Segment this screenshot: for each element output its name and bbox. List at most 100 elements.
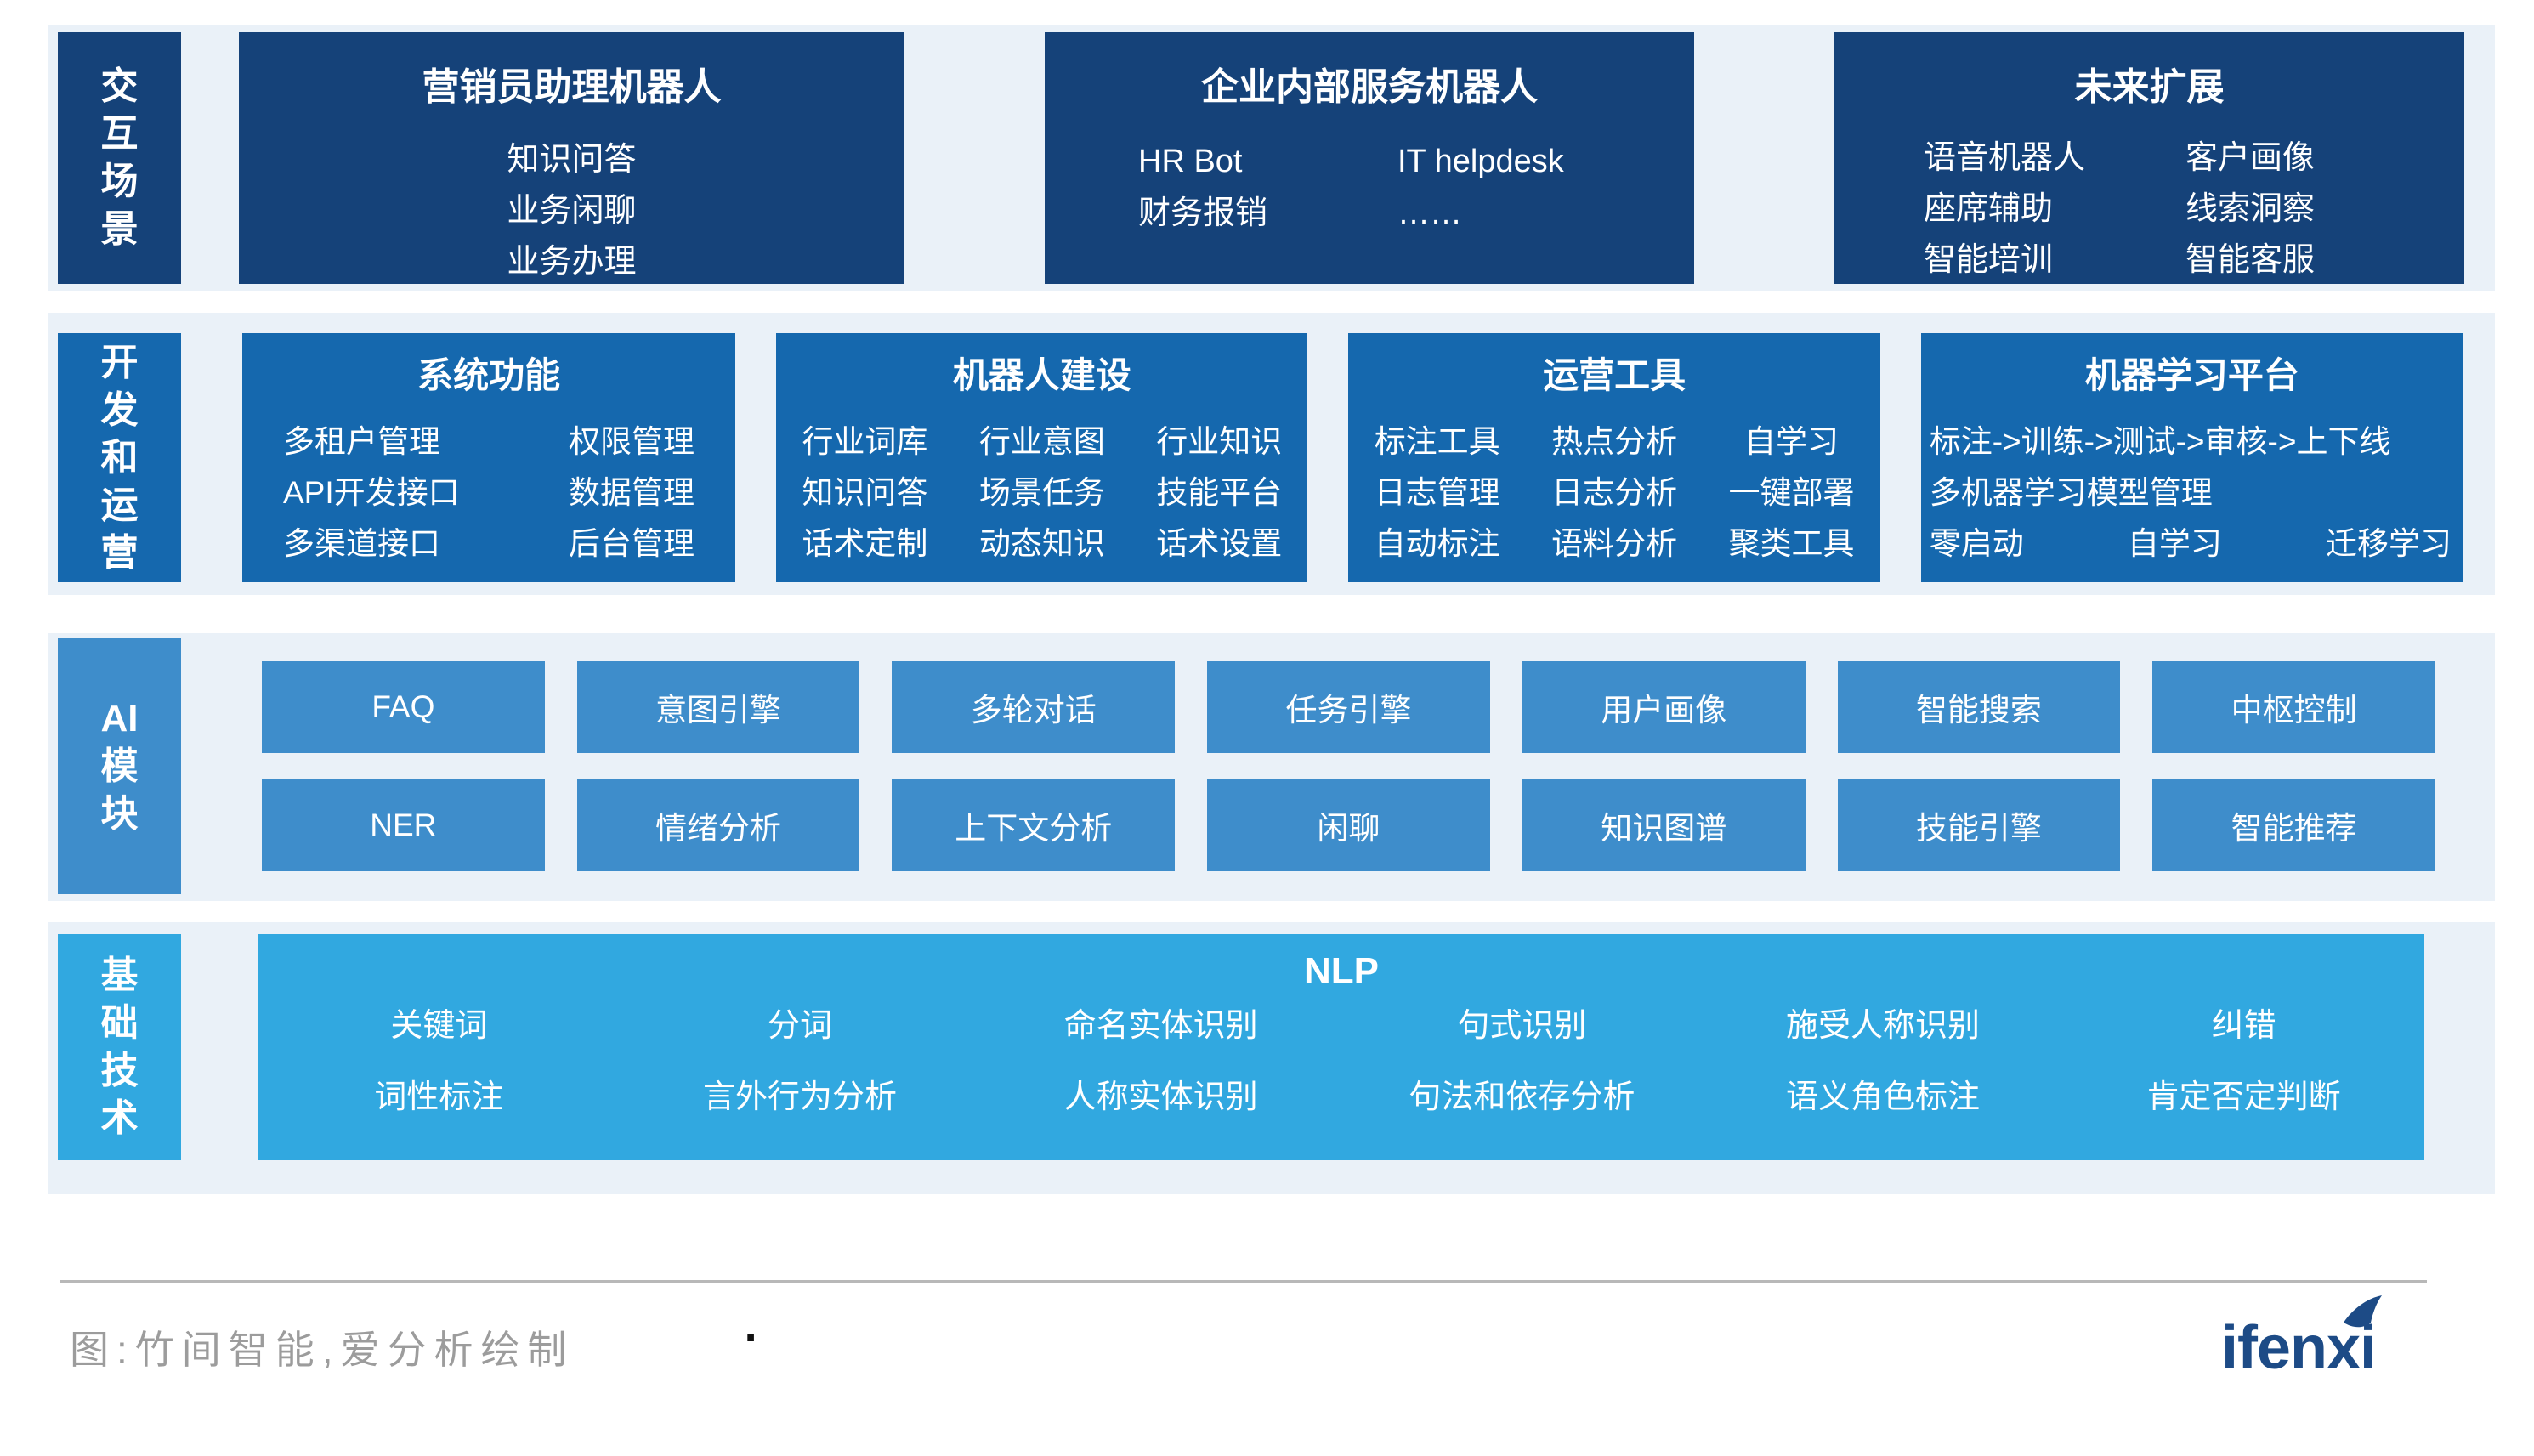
list-item: 多渠道接口 — [283, 526, 440, 561]
ai-module-cell: 上下文分析 — [892, 779, 1176, 871]
list-item: 线索洞察 — [2185, 191, 2316, 227]
list-item: 行业意图 — [978, 424, 1105, 459]
band-label-line: 块 — [100, 792, 139, 835]
ai-module-grid: FAQ 意图引擎 多轮对话 任务引擎 用户画像 智能搜索 中枢控制 NER 情绪… — [262, 661, 2435, 871]
list-item: API开发接口 — [283, 475, 460, 510]
band-label-interaction: 交 互 场 景 — [58, 32, 181, 284]
list-item: 纠错 — [2211, 1008, 2276, 1044]
box-system-functions: 系统功能 多租户管理 权限管理 API开发接口 数据管理 多渠道接口 后台管理 — [242, 333, 736, 582]
list-item: 自学习 — [1744, 424, 1840, 459]
band-label-foundation: 基 础 技 术 — [58, 934, 181, 1160]
list-item: 迁移学习 — [2325, 526, 2452, 561]
ai-module-cell: 多轮对话 — [892, 661, 1176, 753]
ai-module-cell: FAQ — [262, 661, 545, 753]
list-item: 日志管理 — [1374, 475, 1500, 510]
box-enterprise-service-bot: 企业内部服务机器人 HR Bot IT helpdesk 财务报销 …… — [1045, 32, 1694, 284]
box-title: 机器学习平台 — [2084, 355, 2299, 395]
list-item: 业务闲聊 — [507, 193, 637, 229]
logo-arrow-icon — [2344, 1295, 2382, 1328]
box-sales-assistant-bot: 营销员助理机器人 知识问答 业务闲聊 业务办理 — [239, 32, 904, 284]
band-label-line: AI — [100, 697, 139, 739]
list-item: 话术设置 — [1156, 526, 1283, 561]
band-label-line: 场 — [100, 161, 139, 202]
ai-module-cell: NER — [262, 779, 545, 871]
list-item: IT helpdesk — [1397, 144, 1564, 179]
ai-module-cell: 闲聊 — [1207, 779, 1490, 871]
ai-module-cell: 智能搜索 — [1837, 661, 2121, 753]
box-items: 行业词库 行业意图 行业知识 知识问答 场景任务 技能平台 话术定制 动态知识 … — [776, 416, 1307, 569]
list-item: 客户画像 — [2185, 140, 2316, 176]
list-item: 词性标注 — [374, 1079, 504, 1115]
list-item: 多机器学习模型管理 — [1929, 475, 2213, 510]
list-item: 自学习 — [2127, 526, 2222, 561]
list-item: 座席辅助 — [1924, 191, 2054, 227]
band-label-line: 基 — [100, 955, 139, 996]
footer: 图:竹间智能,爱分析绘制 ifenxi — [70, 1295, 2382, 1379]
list-item: 句法和依存分析 — [1409, 1079, 1635, 1115]
list-item: 语义角色标注 — [1785, 1079, 1980, 1115]
nlp-items: 关键词 分词 命名实体识别 句式识别 施受人称识别 纠错 词性标注 言外行为分析… — [258, 1006, 2424, 1118]
ml-pipeline-text: 标注->训练->测试->审核->上下线 — [1929, 424, 2391, 459]
list-item: HR Bot — [1138, 144, 1243, 179]
ai-module-cell: 任务引擎 — [1207, 661, 1490, 753]
devops-boxes: 系统功能 多租户管理 权限管理 API开发接口 数据管理 多渠道接口 后台管理 … — [242, 333, 2463, 582]
ml-platform-row: 零启动 自学习 迁移学习 — [1930, 518, 2452, 569]
list-item: 聚类工具 — [1728, 526, 1855, 561]
footer-divider — [60, 1280, 2427, 1283]
band-label-line: 模 — [100, 745, 139, 787]
box-bot-building: 机器人建设 行业词库 行业意图 行业知识 知识问答 场景任务 技能平台 话术定制… — [776, 333, 1308, 582]
ai-module-cell: 用户画像 — [1522, 661, 1806, 753]
list-item: 行业词库 — [802, 424, 928, 459]
box-items: 语音机器人 客户画像 座席辅助 线索洞察 智能培训 智能客服 — [1924, 133, 2464, 286]
nlp-title: NLP — [1304, 950, 1379, 992]
box-items: 标注->训练->测试->审核->上下线 多机器学习模型管理 零启动 自学习 迁移… — [1921, 416, 2463, 569]
list-item: 分词 — [767, 1008, 832, 1044]
list-item: 权限管理 — [569, 424, 694, 459]
stray-dot: . — [741, 1280, 761, 1356]
list-item: 一键部署 — [1728, 475, 1855, 510]
band-label-line: 础 — [100, 1002, 139, 1044]
list-item: 场景任务 — [978, 475, 1105, 510]
list-item: 热点分析 — [1551, 424, 1678, 459]
source-caption: 图:竹间智能,爱分析绘制 — [70, 1328, 575, 1372]
ai-module-cell: 技能引擎 — [1837, 779, 2121, 871]
box-nlp: NLP 关键词 分词 命名实体识别 句式识别 施受人称识别 纠错 词性标注 言外… — [258, 934, 2424, 1160]
ai-module-cell: 意图引擎 — [576, 661, 860, 753]
list-item: 语音机器人 — [1924, 140, 2086, 176]
list-item: 行业知识 — [1156, 424, 1283, 459]
interaction-boxes: 营销员助理机器人 知识问答 业务闲聊 业务办理 企业内部服务机器人 HR Bot… — [239, 32, 2464, 284]
band-label-line: 技 — [100, 1050, 139, 1091]
list-item: 知识问答 — [802, 475, 928, 510]
box-title: 营销员助理机器人 — [422, 66, 722, 108]
band-label-line: 开 — [100, 341, 139, 383]
band-label-line: 和 — [100, 436, 139, 479]
list-item: 日志分析 — [1551, 475, 1678, 510]
list-item: 知识问答 — [507, 142, 637, 178]
list-item: 数据管理 — [569, 475, 694, 510]
box-future-expansion: 未来扩展 语音机器人 客户画像 座席辅助 线索洞察 智能培训 智能客服 — [1834, 32, 2464, 284]
list-item: 零启动 — [1929, 526, 2024, 561]
box-title: 机器人建设 — [952, 355, 1131, 395]
list-item: 智能客服 — [2185, 242, 2316, 278]
box-operation-tools: 运营工具 标注工具 热点分析 自学习 日志管理 日志分析 一键部署 自动标注 语… — [1348, 333, 1880, 582]
box-title: 未来扩展 — [2074, 66, 2225, 108]
band-label-devops: 开 发 和 运 营 — [58, 333, 181, 582]
box-title: 运营工具 — [1543, 355, 1686, 395]
band-dev-and-operations: 开 发 和 运 营 系统功能 多租户管理 权限管理 API开发接口 数据管理 多… — [48, 313, 2495, 595]
box-items: 标注工具 热点分析 自学习 日志管理 日志分析 一键部署 自动标注 语料分析 聚… — [1348, 416, 1879, 569]
list-item: 智能培训 — [1924, 242, 2054, 278]
list-item: 句式识别 — [1457, 1008, 1587, 1044]
ai-module-cell: 中枢控制 — [2152, 661, 2435, 753]
band-foundation-tech: 基 础 技 术 NLP 关键词 分词 命名实体识别 句式识别 施受人称识别 纠错… — [48, 922, 2495, 1194]
list-item: 言外行为分析 — [702, 1079, 897, 1115]
list-item: 动态知识 — [978, 526, 1105, 561]
list-item: 人称实体识别 — [1063, 1079, 1258, 1115]
list-item: 话术定制 — [802, 526, 928, 561]
list-item: 业务办理 — [507, 244, 637, 280]
band-label-line: 营 — [100, 531, 139, 574]
list-item: 语料分析 — [1551, 526, 1678, 561]
box-items: 多租户管理 权限管理 API开发接口 数据管理 多渠道接口 后台管理 — [283, 416, 735, 569]
band-interaction-scenarios: 交 互 场 景 营销员助理机器人 知识问答 业务闲聊 业务办理 企业内部服务机器… — [48, 25, 2495, 291]
box-title: 系统功能 — [417, 355, 561, 395]
band-label-line: 景 — [100, 208, 139, 250]
